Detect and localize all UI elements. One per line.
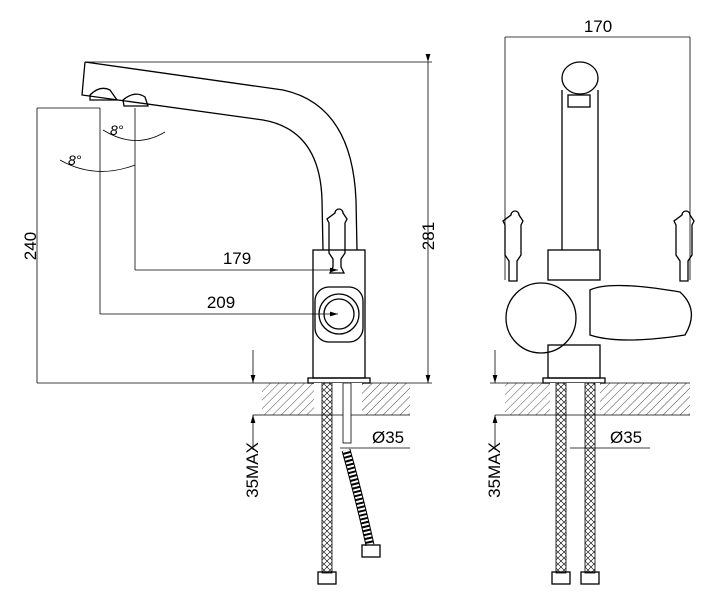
dim-width-170: 170 xyxy=(584,17,612,36)
dim-counter-35max: 35MAX xyxy=(243,442,262,498)
dim-height-281: 281 xyxy=(419,222,438,250)
front-hoses xyxy=(551,382,600,585)
body xyxy=(307,208,371,384)
front-dim-hole-diameter: Ø35 xyxy=(610,428,642,447)
hoses xyxy=(317,382,381,585)
front-body xyxy=(502,61,695,384)
dim-reach-179: 179 xyxy=(223,249,251,268)
front-view: 170 35MAX Ø35 xyxy=(485,17,695,585)
side-view: 281 240 179 209 8° 8° 35MAX Ø35 xyxy=(21,54,438,585)
dim-reach-209: 209 xyxy=(207,293,235,312)
angle-label-1: 8° xyxy=(110,122,124,138)
dim-height-240: 240 xyxy=(21,232,40,260)
angle-label-2: 8° xyxy=(68,152,82,168)
dimension-lines xyxy=(36,54,432,384)
dim-hole-diameter: Ø35 xyxy=(372,428,404,447)
spout xyxy=(81,61,358,251)
front-dim-counter-35max: 35MAX xyxy=(485,442,504,498)
